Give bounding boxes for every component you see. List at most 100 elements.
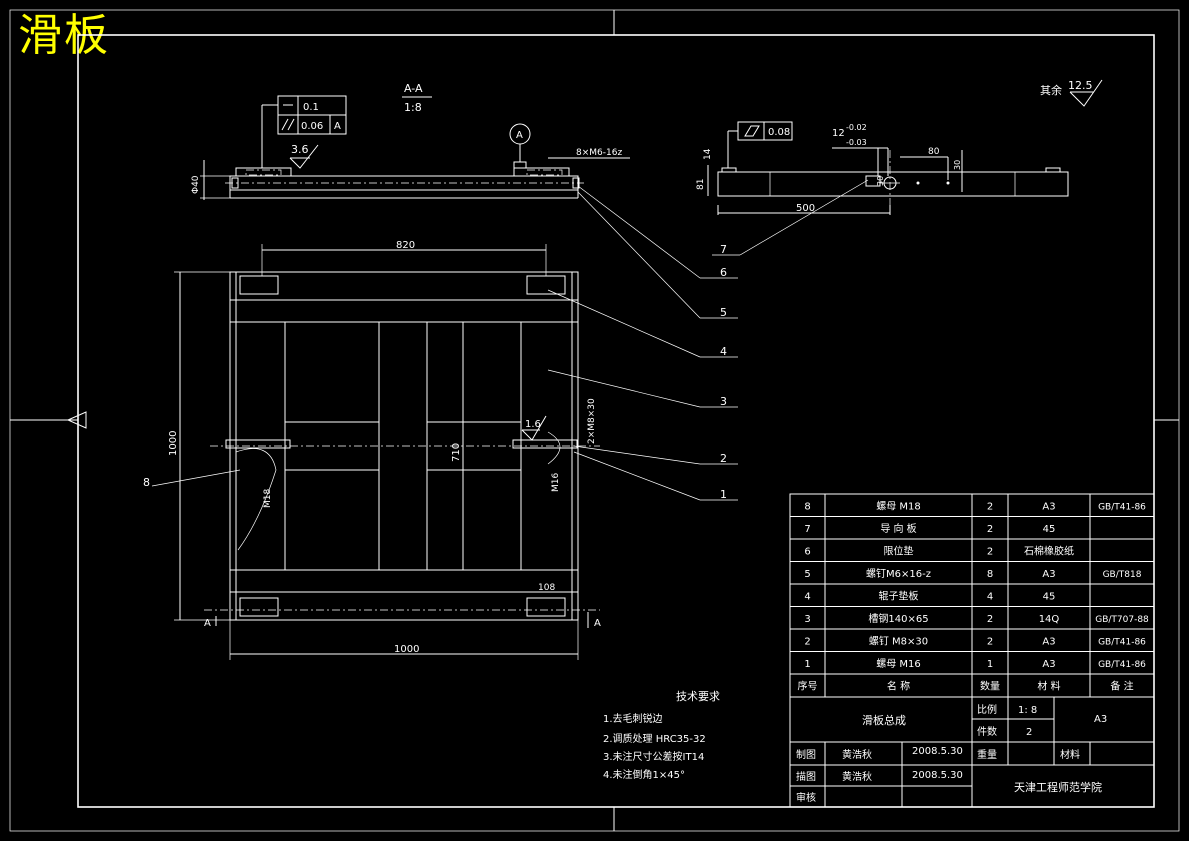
svg-text:件数: 件数 <box>977 725 997 738</box>
tol-upper: -0.02 <box>846 123 867 132</box>
section-scale: 1:8 <box>404 101 422 114</box>
dim-m16: M16 <box>551 473 561 492</box>
section-label: A-A <box>404 82 423 95</box>
svg-text:描图: 描图 <box>796 770 816 783</box>
svg-text:0.08: 0.08 <box>768 127 790 138</box>
bom-cell-mat: 45 <box>1043 524 1056 535</box>
title-block: 滑板总成 比例 1: 8 件数 2 A3 重量 材料 制图 黄浩秋 2008.5… <box>789 696 1155 808</box>
tol-parallel: 0.06 <box>301 121 323 132</box>
inner-frame <box>77 34 1155 808</box>
dim-81: 81 <box>696 179 706 190</box>
balloon-2: 2 <box>720 452 727 465</box>
svg-text:1: 8: 1: 8 <box>1018 705 1037 716</box>
bom-cell-qty: 1 <box>987 659 993 670</box>
bom-cell-note: GB/T707-88 <box>1095 615 1149 625</box>
bom-cell-qty: 2 <box>987 614 993 625</box>
bom-cell-name: 螺母 M18 <box>876 500 921 512</box>
bom-cell-qty: 2 <box>987 524 993 535</box>
roughness-1-6: 1.6 <box>521 415 547 441</box>
bom-cell-no: 6 <box>804 546 810 557</box>
balloon-4: 4 <box>720 345 727 358</box>
bom-row: 8 螺母 M18 2 A3 GB/T41-86 <box>804 500 1146 512</box>
bom-cell-name: 螺母 M16 <box>876 658 921 670</box>
svg-text:2008.5.30: 2008.5.30 <box>912 770 963 781</box>
bom-cell-no: 2 <box>804 636 810 647</box>
bom-cell-note: GB/T41-86 <box>1098 637 1146 647</box>
bom-cell-no: 8 <box>804 501 810 512</box>
plan-view <box>204 271 600 621</box>
dim-80: 80 <box>928 147 940 157</box>
dim-thickness: Φ40 <box>191 175 201 194</box>
bom-cell-no: 7 <box>804 524 810 535</box>
svg-text:2008.5.30: 2008.5.30 <box>912 746 963 757</box>
dim-500: 500 <box>796 203 815 214</box>
svg-text:比例: 比例 <box>977 703 997 716</box>
bom-cell-no: 1 <box>804 659 810 670</box>
bom-cell-note: 备 注 <box>1110 679 1133 692</box>
bom-cell-mat: A3 <box>1042 636 1055 647</box>
tol-12: 12 <box>832 128 845 139</box>
balloon-6: 6 <box>720 266 727 279</box>
balloon-8: 8 <box>143 476 150 489</box>
dim-m8x30: 2×M8×30 <box>587 398 597 444</box>
tol-lower: -0.03 <box>846 138 867 147</box>
tol-flatness: 0.1 <box>303 102 319 113</box>
bom-cell-note: GB/T818 <box>1103 570 1142 580</box>
svg-text:材料: 材料 <box>1060 748 1080 761</box>
balloon-5: 5 <box>720 306 727 319</box>
bom-cell-no: 序号 <box>798 679 818 692</box>
tech-requirements: 技术要求 1.去毛刺锐边 2.调质处理 HRC35-32 3.未注尺寸公差按IT… <box>603 690 720 781</box>
bom-cell-qty: 8 <box>987 569 993 580</box>
svg-text:制图: 制图 <box>796 748 816 761</box>
bom-cell-mat: A3 <box>1042 501 1055 512</box>
svg-text:3.未注尺寸公差按IT14: 3.未注尺寸公差按IT14 <box>603 750 704 763</box>
dim-14: 14 <box>703 148 713 160</box>
dim-820: 820 <box>396 240 415 251</box>
bom-cell-mat: A3 <box>1042 659 1055 670</box>
leader-lines <box>151 179 869 501</box>
dim-108: 108 <box>538 583 555 593</box>
side-view <box>717 150 1069 205</box>
dim-m18: M18 <box>263 489 273 508</box>
svg-text:重量: 重量 <box>977 748 997 761</box>
bom-cell-name: 导 向 板 <box>880 522 916 535</box>
bom-cell-qty: 2 <box>987 546 993 557</box>
svg-text:2: 2 <box>1026 727 1032 738</box>
svg-text:滑板总成: 滑板总成 <box>862 713 906 727</box>
svg-text:A: A <box>516 130 523 141</box>
roughness-other-value: 12.5 <box>1068 79 1093 92</box>
bom-header: 序号名 称数量材 料备 注 <box>798 679 1134 692</box>
dim-1000-vertical: 1000 <box>168 431 179 456</box>
bom-cell-note: GB/T41-86 <box>1098 660 1146 670</box>
bom-cell-name: 辊子垫板 <box>879 589 919 602</box>
bom-cell-mat: 材 料 <box>1037 679 1060 692</box>
bom-row: 2 螺钉 M8×30 2 A3 GB/T41-86 <box>804 635 1146 647</box>
bom-cell-no: 5 <box>804 569 810 580</box>
bom-cell-name: 螺钉 M8×30 <box>869 635 928 647</box>
tolerance-frame: 0.1 0.06 A <box>261 95 347 168</box>
svg-text:1.去毛刺锐边: 1.去毛刺锐边 <box>603 712 663 725</box>
bom-cell-name: 槽钢140×65 <box>868 612 928 625</box>
bom-cell-qty: 4 <box>987 591 993 602</box>
roughness-other-label: 其余 <box>1040 83 1062 97</box>
bom-cell-note: GB/T41-86 <box>1098 502 1146 512</box>
section-a-left: A <box>204 618 211 629</box>
bom-cell-qty: 2 <box>987 501 993 512</box>
svg-text:3.6: 3.6 <box>291 143 309 156</box>
balloon-7: 7 <box>720 243 727 256</box>
bom-cell-mat: 14Q <box>1039 614 1060 625</box>
bom-cell-qty: 2 <box>987 636 993 647</box>
balloon-3: 3 <box>720 395 727 408</box>
svg-text:1.6: 1.6 <box>525 419 541 430</box>
bom-cell-mat: 45 <box>1043 591 1056 602</box>
bom-cell-name: 限位垫 <box>884 544 914 557</box>
bom-cell-mat: A3 <box>1042 569 1055 580</box>
dim-30: 30 <box>953 160 962 170</box>
dim-1000-horizontal: 1000 <box>394 644 419 655</box>
section-a-right: A <box>594 618 601 629</box>
